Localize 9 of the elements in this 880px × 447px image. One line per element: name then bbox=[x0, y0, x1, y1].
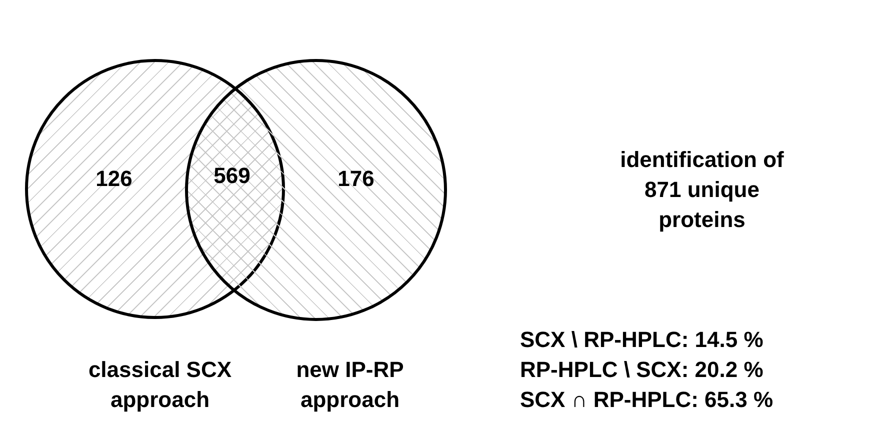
count-label: 176 bbox=[336, 165, 376, 193]
percentage-label: RP-HPLC \ SCX: 20.2 % bbox=[520, 356, 764, 384]
count-label: 569 bbox=[212, 162, 252, 190]
circle-caption: classical SCX approach bbox=[87, 356, 233, 414]
percentage-label: SCX \ RP-HPLC: 14.5 % bbox=[520, 326, 764, 354]
summary-note: identification of 871 unique proteins bbox=[619, 146, 785, 234]
count-label: 126 bbox=[94, 165, 134, 193]
percentage-label: SCX ∩ RP-HPLC: 65.3 % bbox=[520, 386, 774, 414]
circle-caption: new IP-RP approach bbox=[295, 356, 405, 414]
